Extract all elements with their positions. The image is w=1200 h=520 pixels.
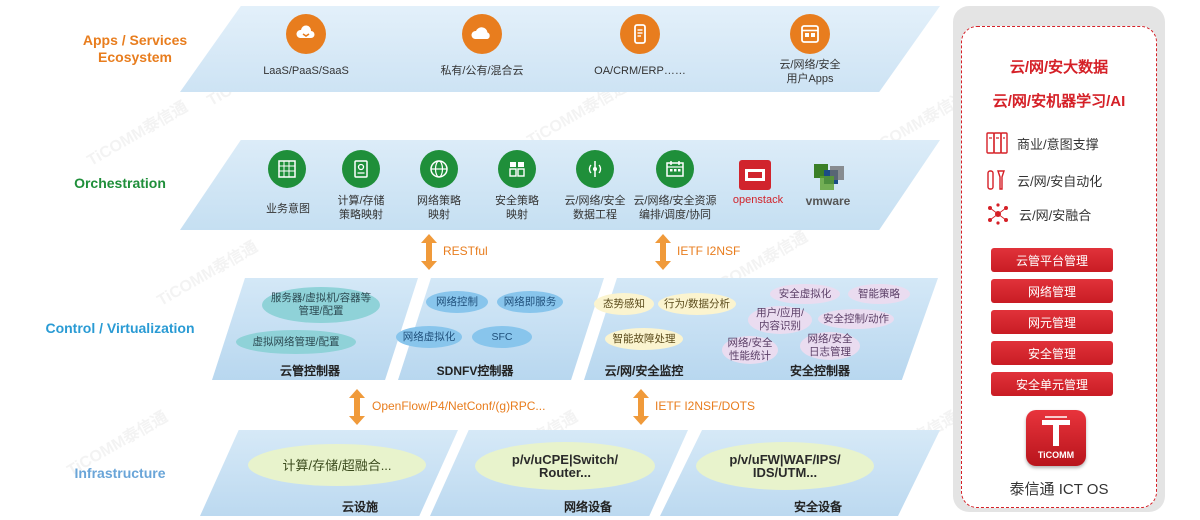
ietf-dots-label: IETF I2NSF/DOTS: [655, 399, 756, 413]
pill-network-devices: p/v/uCPE|Switch/ Router...: [475, 442, 655, 490]
security-management-button[interactable]: 安全管理: [991, 341, 1113, 365]
pill-content-identification: 用户/应用/ 内容识别: [748, 306, 812, 334]
vmware-logo-text: vmware: [805, 194, 851, 208]
pill-network-control: 网络控制: [426, 291, 488, 313]
pill-virtual-network: 虚拟网络管理/配置: [236, 330, 356, 354]
pill-sfc: SFC: [472, 326, 532, 348]
apps-item-oa-crm-erp: OA/CRM/ERP……: [594, 65, 686, 77]
network-management-button[interactable]: 网络管理: [991, 279, 1113, 303]
mobile-app-icon: [620, 14, 660, 54]
security-controller-label: 安全控制器: [789, 364, 850, 378]
product-name: 泰信通 ICT OS: [1009, 481, 1109, 498]
pill-fault-handling: 智能故障处理: [605, 328, 683, 350]
infra-network-label: 网络设备: [563, 500, 612, 514]
panel-heading-ai: 云/网/安机器学习/AI: [992, 93, 1126, 110]
layer-label-control: Control / Virtualization: [45, 320, 195, 336]
restful-label: RESTful: [443, 244, 488, 258]
resource-orchestration-icon: [656, 150, 694, 188]
ticomm-logo-text: TiCOMM: [1037, 450, 1075, 460]
openflow-label: OpenFlow/P4/NetConf/(g)RPC...: [372, 399, 546, 413]
orch-item-resource-orchestration: 云/网络/安全资源 编排/调度/协同: [633, 195, 717, 221]
pill-security-virtualization: 安全虚拟化: [770, 284, 840, 304]
panel-heading-bigdata: 云/网/安大数据: [1009, 59, 1109, 76]
apps-item-saas: LaaS/PaaS/SaaS: [263, 65, 349, 77]
tools-icon: [985, 168, 1009, 192]
watermark: TiCOMM泰信通: [84, 98, 191, 170]
vmware-logo-icon: [812, 162, 846, 192]
orchestration-plane: [180, 140, 940, 230]
cloud-platform-management-button[interactable]: 云管平台管理: [991, 248, 1113, 272]
layer-label-infrastructure: Infrastructure: [74, 465, 166, 481]
business-intent-icon: [268, 150, 306, 188]
feature-label: 商业/意图支撑: [1017, 136, 1099, 152]
feature-business-intent: 商业/意图支撑: [985, 132, 1099, 154]
network-element-management-button[interactable]: 网元管理: [991, 310, 1113, 334]
data-engineering-icon: [576, 150, 614, 188]
pill-security-control: 安全控制/动作: [818, 309, 894, 329]
feature-automation: 云/网/安自动化: [985, 168, 1102, 192]
apps-item-user-apps: 云/网络/安全 用户Apps: [779, 59, 841, 85]
layer-label-orchestration: Orchestration: [74, 175, 166, 191]
orch-item-security-policy: 安全策略 映射: [495, 195, 539, 221]
ietf-i2nsf-label: IETF I2NSF: [677, 244, 741, 258]
cloud-icon: [462, 14, 502, 54]
layer-label-apps: Apps / Services Ecosystem: [82, 32, 188, 65]
feature-label: 云/网/安自动化: [1017, 173, 1103, 189]
pill-network-virtualization: 网络虚拟化: [396, 326, 462, 348]
orch-item-intent: 业务意图: [266, 203, 310, 215]
network-policy-icon: [420, 150, 458, 188]
pill-server-vm-container: 服务器/虚拟机/容器等 管理/配置: [262, 287, 380, 323]
ticomm-logo-icon: TiCOMM: [1026, 410, 1086, 466]
orch-item-network-policy: 网络策略 映射: [417, 195, 461, 221]
infra-security-label: 安全设备: [793, 500, 842, 514]
orch-item-compute-storage: 计算/存储 策略映射: [337, 195, 385, 221]
orch-item-data-engineering: 云/网络/安全 数据工程: [564, 195, 626, 221]
restful-arrow-icon: [420, 233, 438, 276]
openstack-logo-icon: [739, 160, 771, 190]
network-cluster-icon: [985, 202, 1011, 226]
pill-smart-policy: 智能策略: [848, 284, 910, 304]
openstack-logo-text: openstack: [732, 194, 784, 206]
pill-security-devices: p/v/uFW|WAF/IPS/ IDS/UTM...: [696, 442, 874, 490]
feature-convergence: 云/网/安融合: [985, 202, 1091, 226]
infra-cloud-label: 云设施: [341, 500, 378, 514]
security-policy-icon: [498, 150, 536, 188]
sdnfv-controller-label: SDNFV控制器: [436, 364, 514, 378]
cloud-service-icon: [286, 14, 326, 54]
pill-performance-stats: 网络/安全 性能统计: [722, 336, 778, 364]
cloud-controller-label: 云管控制器: [279, 364, 340, 378]
ietf-dots-arrow-icon: [632, 388, 650, 431]
server-rack-icon: [985, 132, 1009, 154]
apps-item-hybrid-cloud: 私有/公有/混合云: [440, 65, 524, 77]
pill-compute-storage: 计算/存储/超融合...: [248, 444, 426, 486]
monitor-label: 云/网/安全监控: [604, 364, 684, 378]
app-window-icon: [790, 14, 830, 54]
feature-label: 云/网/安融合: [1019, 207, 1092, 223]
pill-naas: 网络即服务: [497, 291, 563, 313]
ietf-i2nsf-arrow-icon: [654, 233, 672, 276]
security-unit-management-button[interactable]: 安全单元管理: [991, 372, 1113, 396]
storage-policy-icon: [342, 150, 380, 188]
pill-behavior-analysis: 行为/数据分析: [658, 293, 736, 315]
pill-log-management: 网络/安全 日志管理: [800, 332, 860, 360]
openflow-arrow-icon: [348, 388, 366, 431]
pill-situation-awareness: 态势感知: [594, 293, 654, 315]
